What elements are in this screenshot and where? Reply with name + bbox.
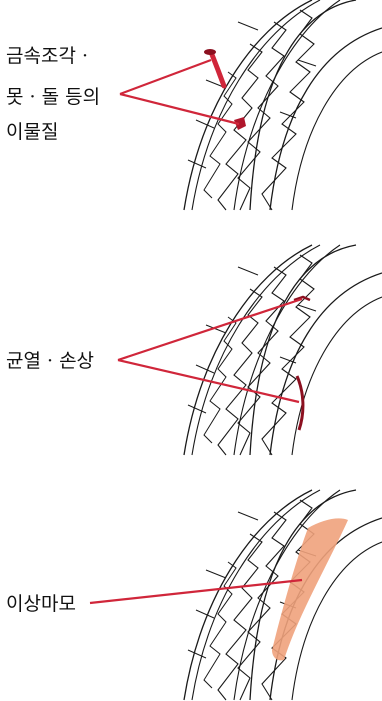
callout-lines — [119, 58, 240, 126]
wear-label: 이상마모 — [6, 593, 76, 615]
debris-icon — [234, 117, 246, 130]
tire-illustration — [183, 489, 382, 701]
crack-icon — [293, 295, 311, 302]
tire-illustration — [183, 0, 382, 211]
cut-icon — [295, 375, 305, 431]
callout-lines — [89, 578, 303, 605]
tire-illustration — [183, 244, 382, 456]
crack-label: 균열 · 손상 — [6, 350, 95, 372]
callout-lines — [117, 297, 303, 404]
panel-debris — [119, 0, 382, 211]
wear-patch — [272, 518, 348, 661]
debris-label-line-1: 금속조각 · — [6, 45, 88, 67]
panel-wear — [89, 489, 382, 701]
panel-crack — [117, 244, 382, 456]
debris-label-line-2: 못 · 돌 등의 — [6, 86, 101, 108]
nail-icon — [204, 49, 227, 89]
debris-label-line-3: 이물질 — [6, 121, 59, 143]
